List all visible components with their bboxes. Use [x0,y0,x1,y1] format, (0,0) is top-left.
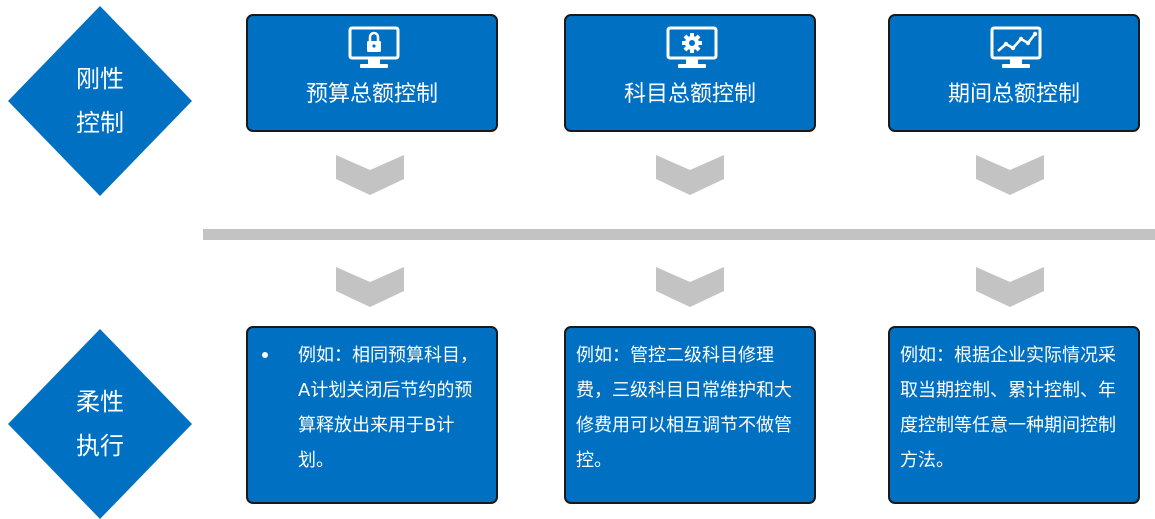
rigid-control-diamond: 刚性 控制 [8,6,192,196]
chevron-down-icon [976,155,1044,195]
monitor-chart-icon [990,26,1042,68]
account-total-control-box: 科目总额控制 [564,14,816,132]
monitor-gear-icon [666,26,718,68]
rigid-control-label: 刚性 控制 [8,6,192,196]
account-example-box: 例如：管控二级科目修理费，三级科目日常维护和大修费用可以相互调节不做管控。 [564,326,816,504]
chevron-down-icon [976,267,1044,307]
budget-total-control-title: 预算总额控制 [305,82,438,107]
budget-total-control-box: 预算总额控制 [246,14,498,132]
chevron-down-icon [336,155,404,195]
account-example-text: 例如：管控二级科目修理费，三级科目日常维护和大修费用可以相互调节不做管控。 [576,345,792,471]
period-example-text: 例如：根据企业实际情况采取当期控制、累计控制、年度控制等任意一种期间控制方法。 [900,345,1116,471]
budget-example-box: 例如：相同预算科目，A计划关闭后节约的预算释放出来用于B计划。 [246,326,498,504]
chevron-down-icon [336,267,404,307]
account-total-control-title: 科目总额控制 [623,82,756,107]
flexible-label-line1: 柔性 [76,388,124,416]
bullet-icon [262,352,268,358]
rigid-label-line1: 刚性 [76,65,124,93]
period-total-control-box: 期间总额控制 [888,14,1140,132]
flexible-execution-diamond: 柔性 执行 [8,329,192,519]
flexible-label-line2: 执行 [76,432,124,460]
monitor-lock-icon [348,26,400,68]
chevron-down-icon [656,267,724,307]
chevron-down-icon [656,155,724,195]
period-example-box: 例如：根据企业实际情况采取当期控制、累计控制、年度控制等任意一种期间控制方法。 [888,326,1140,504]
rigid-flexible-divider [203,229,1155,240]
rigid-label-line2: 控制 [76,109,124,137]
flexible-execution-label: 柔性 执行 [8,329,192,519]
period-total-control-title: 期间总额控制 [947,82,1080,107]
budget-example-text: 例如：相同预算科目，A计划关闭后节约的预算释放出来用于B计划。 [298,345,478,471]
